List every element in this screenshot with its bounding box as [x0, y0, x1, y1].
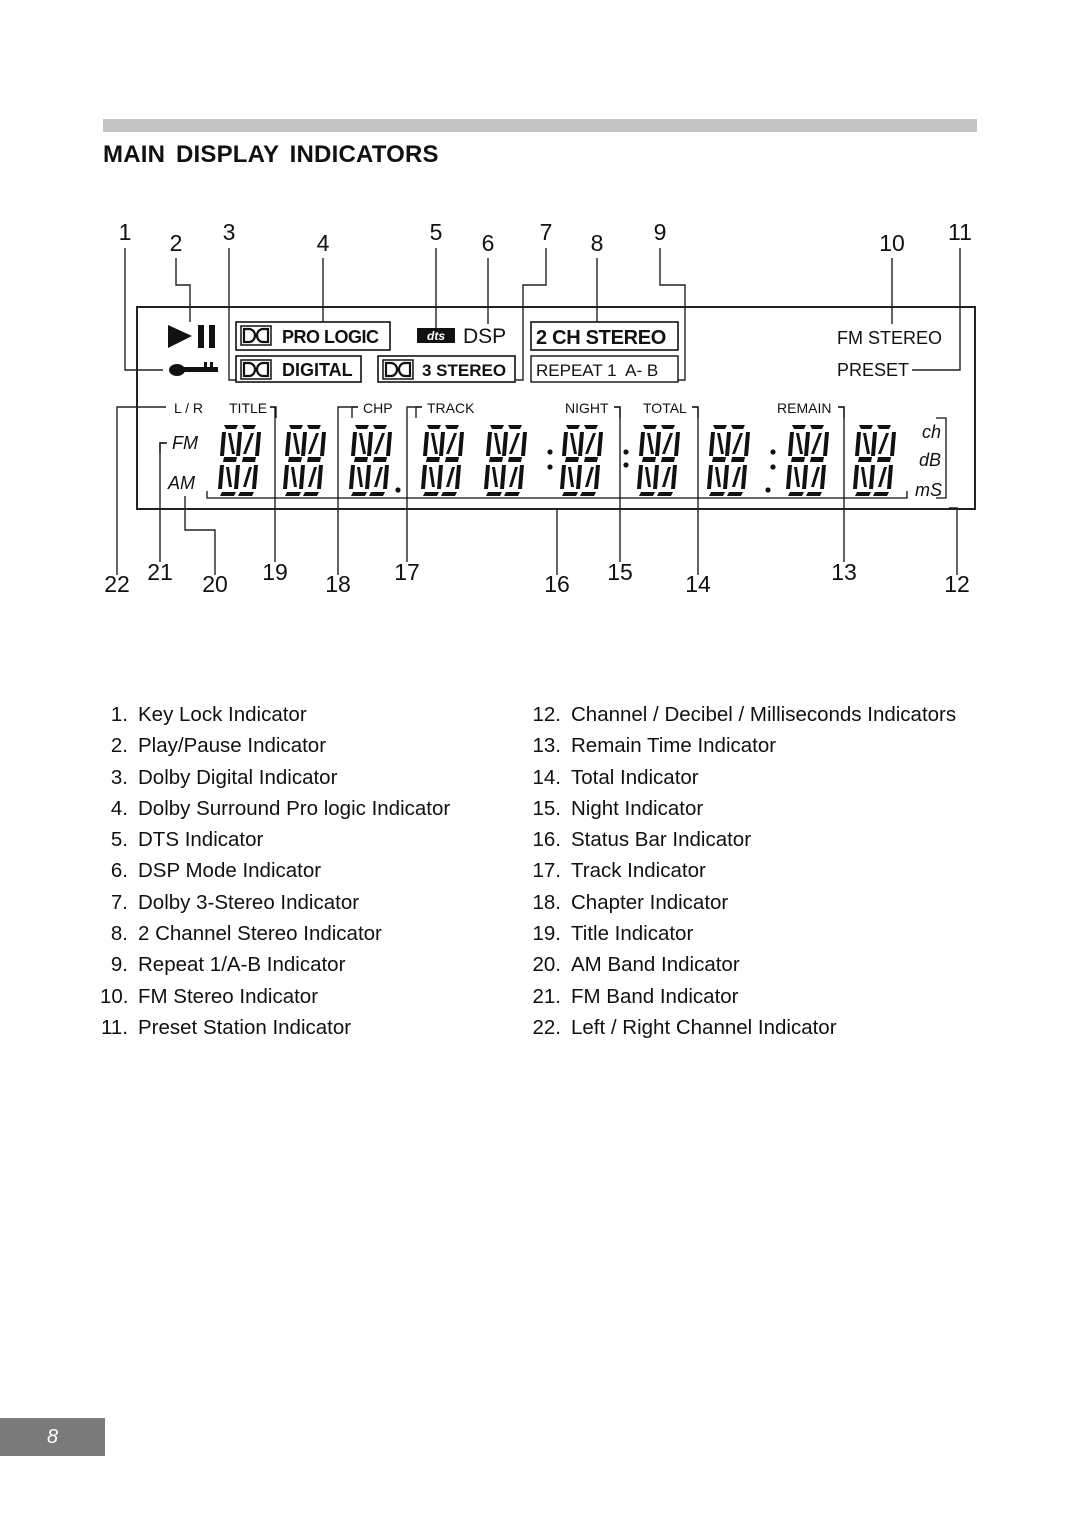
three-stereo-box [377, 355, 516, 383]
list-item: 3.Dolby Digital Indicator [110, 765, 338, 789]
segment-digit [853, 425, 896, 496]
segment-digit [349, 425, 392, 496]
callout-2: 2 [170, 230, 183, 256]
list-item: 2.Play/Pause Indicator [110, 734, 327, 758]
callout-12: 12 [944, 571, 970, 597]
list-item: 14.Total Indicator [532, 765, 699, 789]
callout-15: 15 [607, 559, 633, 585]
list-item: 19.Title Indicator [532, 922, 694, 946]
list-item: 9.Repeat 1/A-B Indicator [110, 953, 346, 977]
dts-logo: dts [417, 328, 455, 343]
ch-stereo-label: 2 CH STEREO [536, 327, 666, 349]
night-label: NIGHT [565, 400, 609, 416]
callout-11: 11 [948, 219, 972, 245]
total-label: TOTAL [643, 400, 687, 416]
callout-22: 22 [104, 571, 130, 597]
segment-digit [218, 425, 261, 496]
digital-label: DIGITAL [282, 360, 353, 380]
list-item: 8.2 Channel Stereo Indicator [110, 922, 382, 946]
list-item: 13.Remain Time Indicator [532, 734, 777, 758]
list-item: 6.DSP Mode Indicator [110, 859, 322, 883]
legend-left: 1.Key Lock Indicator 2.Play/Pause Indica… [100, 699, 450, 1043]
dolby-double-d-icon [239, 358, 273, 381]
list-item: 11.Preset Station Indicator [101, 1015, 352, 1039]
segment-digits [218, 425, 896, 496]
callout-18: 18 [325, 571, 351, 597]
chp-label: CHP [363, 400, 393, 416]
play-pause-icon [168, 325, 215, 348]
callout-21: 21 [147, 559, 173, 585]
prologic-label: PRO LOGIC [282, 327, 379, 347]
callout-7: 7 [540, 219, 553, 245]
callout-10: 10 [879, 230, 905, 256]
segment-digit [560, 425, 603, 496]
list-item: 18.Chapter Indicator [532, 890, 729, 914]
ms-unit: mS [915, 480, 942, 500]
svg-text:dts: dts [427, 329, 445, 343]
track-label: TRACK [427, 400, 475, 416]
repeat-box [530, 355, 679, 383]
segment-digit [786, 425, 829, 496]
segment-digit [707, 425, 750, 496]
callout-3: 3 [223, 219, 236, 245]
segment-digit [421, 425, 464, 496]
list-item: 12.Channel / Decibel / Milliseconds Indi… [532, 703, 957, 726]
display-frame [136, 306, 976, 510]
list-item: 5.DTS Indicator [110, 828, 264, 852]
page-title: MAIN DISPLAY INDICATORS [103, 141, 439, 168]
ch-unit: ch [922, 422, 941, 442]
list-item: 7.Dolby 3-Stereo Indicator [110, 890, 360, 914]
legend-right: 12.Channel / Decibel / Milliseconds Indi… [532, 699, 957, 1043]
title-label: TITLE [229, 400, 267, 416]
segment-digit [283, 425, 326, 496]
list-item: 16.Status Bar Indicator [532, 828, 752, 852]
fm-band-label: FM [172, 433, 198, 453]
callout-8: 8 [591, 230, 604, 256]
prologic-box [235, 321, 391, 351]
callout-20: 20 [202, 571, 228, 597]
page-number: 8 [0, 1418, 105, 1456]
callout-4: 4 [317, 230, 330, 256]
segment-digit [484, 425, 527, 496]
list-item: 4.Dolby Surround Pro logic Indicator [110, 796, 451, 820]
list-item: 17.Track Indicator [532, 859, 706, 883]
list-item: 1.Key Lock Indicator [110, 703, 307, 726]
callout-1: 1 [119, 219, 132, 245]
segment-digit [637, 425, 680, 496]
callout-17: 17 [394, 559, 420, 585]
callout-16: 16 [544, 571, 570, 597]
callout-14: 14 [685, 571, 711, 597]
dolby-double-d-icon [239, 324, 273, 347]
lr-label: L / R [174, 400, 203, 416]
db-unit: dB [919, 450, 941, 470]
dsp-label: DSP [463, 325, 506, 348]
callout-6: 6 [482, 230, 495, 256]
remain-label: REMAIN [777, 400, 831, 416]
callout-13: 13 [831, 559, 857, 585]
list-item: 21.FM Band Indicator [532, 984, 739, 1008]
list-item: 10.FM Stereo Indicator [100, 984, 319, 1008]
display-diagram: 1 2 3 4 5 6 7 8 9 10 11 22 21 20 19 18 1… [104, 219, 976, 597]
callout-5: 5 [430, 219, 443, 245]
callout-9: 9 [654, 219, 667, 245]
list-item: 15.Night Indicator [532, 796, 704, 820]
digital-box [235, 355, 362, 383]
callout-19: 19 [262, 559, 288, 585]
preset-label: PRESET [837, 360, 909, 380]
list-item: 20.AM Band Indicator [532, 953, 740, 977]
key-lock-icon [169, 362, 218, 376]
am-band-label: AM [167, 473, 195, 493]
repeat-label: REPEAT 1 A- B [536, 361, 658, 380]
list-item: 22.Left / Right Channel Indicator [532, 1015, 837, 1039]
section-divider-bar [103, 119, 977, 132]
three-stereo-label: 3 STEREO [422, 361, 506, 380]
dolby-double-d-icon [381, 358, 415, 381]
fm-stereo-label: FM STEREO [837, 328, 942, 348]
ch-stereo-box [530, 321, 679, 351]
